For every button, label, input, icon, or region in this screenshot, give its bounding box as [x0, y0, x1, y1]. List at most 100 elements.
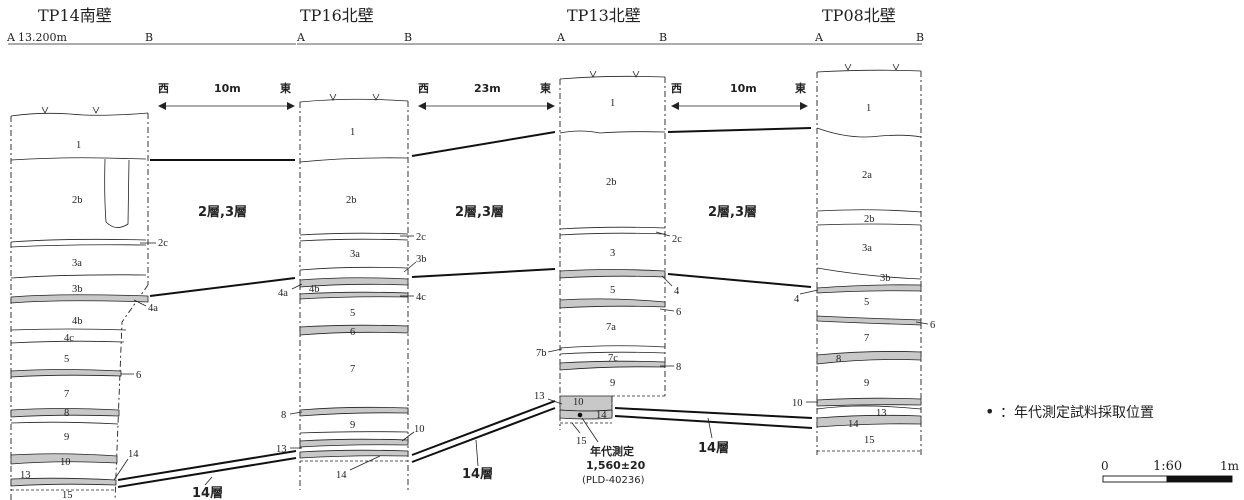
layer-label: 2c — [672, 234, 682, 245]
span-west-label: 西 — [671, 82, 682, 95]
layer-label: 8 — [281, 410, 286, 421]
span-east-label: 東 — [540, 81, 552, 95]
layer-label: 7 — [64, 389, 69, 400]
tp08-a-label: A — [814, 31, 824, 44]
layer-label: 3a — [72, 258, 82, 269]
arrow-right-icon — [287, 102, 295, 110]
span-layers-label: 2層,3層 — [198, 205, 247, 220]
section-title-tp16: TP16北壁 — [300, 6, 374, 25]
span-2: 西 23m 東 2層,3層 — [418, 81, 555, 220]
layer-label: 6 — [350, 327, 355, 338]
span-1: 西 10m 東 2層,3層 — [158, 81, 295, 220]
tp08-b-label: B — [916, 31, 924, 44]
tp14-a-label: A — [6, 31, 16, 44]
legend: • ：年代測定試料採取位置 — [985, 402, 1154, 421]
layer-label: 2a — [862, 170, 872, 181]
dating-title: 年代測定 — [590, 444, 634, 458]
layer-label: 15 — [576, 436, 587, 447]
layer-label: 13 — [20, 470, 31, 481]
span-distance-label: 23m — [474, 82, 501, 95]
dating-value: 1,560±20 — [586, 459, 646, 472]
layer14-label: 14層 — [698, 441, 729, 456]
span-distance-label: 10m — [214, 82, 241, 95]
layer-label: 13 — [876, 408, 887, 419]
arrow-left-icon — [418, 102, 426, 110]
column-tp16: 1 2b 2c 3a 3b 4a 4b 4c 5 6 7 8 9 10 13 1… — [276, 94, 427, 490]
layer-label: 8 — [836, 354, 841, 365]
arrow-left-icon — [158, 102, 166, 110]
arrow-right-icon — [800, 102, 808, 110]
layer-label: 2b — [606, 177, 617, 188]
span-layers-label: 2層,3層 — [708, 205, 757, 220]
layer-label: 2c — [416, 232, 426, 243]
layer-label: 10 — [60, 457, 71, 468]
layer-label: 1 — [610, 98, 615, 109]
layer-label: 1 — [350, 127, 355, 138]
layer-label: 15 — [62, 490, 73, 500]
span-west-label: 西 — [418, 82, 429, 95]
layer-label: 4 — [794, 294, 800, 305]
layer-label: 3 — [610, 248, 615, 259]
layer-label: 1 — [76, 140, 81, 151]
layer-label: 5 — [864, 297, 869, 308]
layer14-label: 14層 — [192, 486, 223, 500]
span-layers-label: 2層,3層 — [455, 205, 504, 220]
layer-label: 4c — [416, 292, 426, 303]
span-distance-label: 10m — [730, 82, 757, 95]
layer-label: 1 — [866, 103, 871, 114]
layer-label: 6 — [136, 370, 141, 381]
tp13-b-label: B — [659, 31, 667, 44]
span-east-label: 東 — [795, 81, 807, 95]
dating-sample-marker — [578, 413, 583, 418]
layer14-label: 14層 — [462, 467, 493, 482]
layer-label: 9 — [610, 378, 615, 389]
layer-label: 14 — [336, 470, 347, 481]
layer-label: 2b — [346, 195, 357, 206]
legend-text: ：年代測定試料採取位置 — [1000, 405, 1154, 421]
dating-code: (PLD-40236) — [582, 475, 645, 486]
layer-label: 4 — [674, 286, 680, 297]
layer-label: 14 — [596, 410, 607, 421]
layer-label: 4a — [148, 303, 158, 314]
layer-label: 8 — [676, 362, 681, 373]
layer-label: 4a — [278, 288, 288, 299]
column-tp14: 1 2b 2c 3a 3b 4a 4b 4c 5 6 7 8 9 10 13 1… — [11, 107, 168, 500]
tp14-b-label: B — [145, 31, 153, 44]
scale-unit-label: 1m — [1220, 459, 1240, 473]
layer-label: 5 — [350, 308, 355, 319]
layer-label: 2c — [158, 238, 168, 249]
scale-bar: 0 1:60 1m — [1101, 459, 1240, 482]
layer-label: 5 — [64, 354, 69, 365]
column-tp13: 1 2b 2c 3 4 5 6 7a 7b 7c 8 9 10 13 14 15… — [534, 71, 682, 486]
section-title-tp13: TP13北壁 — [567, 6, 641, 25]
tp14-elevation: 13.200m — [18, 31, 67, 44]
tp16-a-label: A — [296, 31, 306, 44]
layer-label: 4b — [309, 284, 320, 295]
layer-label: 4b — [72, 316, 83, 327]
layer-label: 13 — [534, 391, 545, 402]
layer-label: 3a — [350, 249, 360, 260]
layer-label: 2b — [72, 195, 83, 206]
layer-label: 5 — [610, 285, 615, 296]
arrow-right-icon — [547, 102, 555, 110]
layer-label: 10 — [573, 397, 584, 408]
layer-label: 10 — [792, 398, 803, 409]
section-title-tp14: TP14南壁 — [38, 6, 112, 25]
layer-label: 15 — [864, 435, 875, 446]
layer-label: 3b — [72, 284, 83, 295]
layer-label: 6 — [676, 307, 681, 318]
correlation-lines: 14層 14層 14層 — [118, 128, 812, 500]
layer-label: 9 — [350, 420, 355, 431]
layer-label: 10 — [414, 424, 425, 435]
layer-label: 7c — [608, 353, 618, 364]
section-title-tp08: TP08北壁 — [822, 6, 896, 25]
layer-label: 7a — [606, 322, 616, 333]
layer-label: 8 — [64, 408, 69, 419]
scale-ratio-label: 1:60 — [1153, 459, 1182, 474]
layer-label: 14 — [128, 449, 139, 460]
span-east-label: 東 — [280, 81, 292, 95]
scale-zero-label: 0 — [1101, 459, 1109, 473]
arrow-left-icon — [671, 102, 679, 110]
span-3: 西 10m 東 2層,3層 — [671, 81, 808, 220]
